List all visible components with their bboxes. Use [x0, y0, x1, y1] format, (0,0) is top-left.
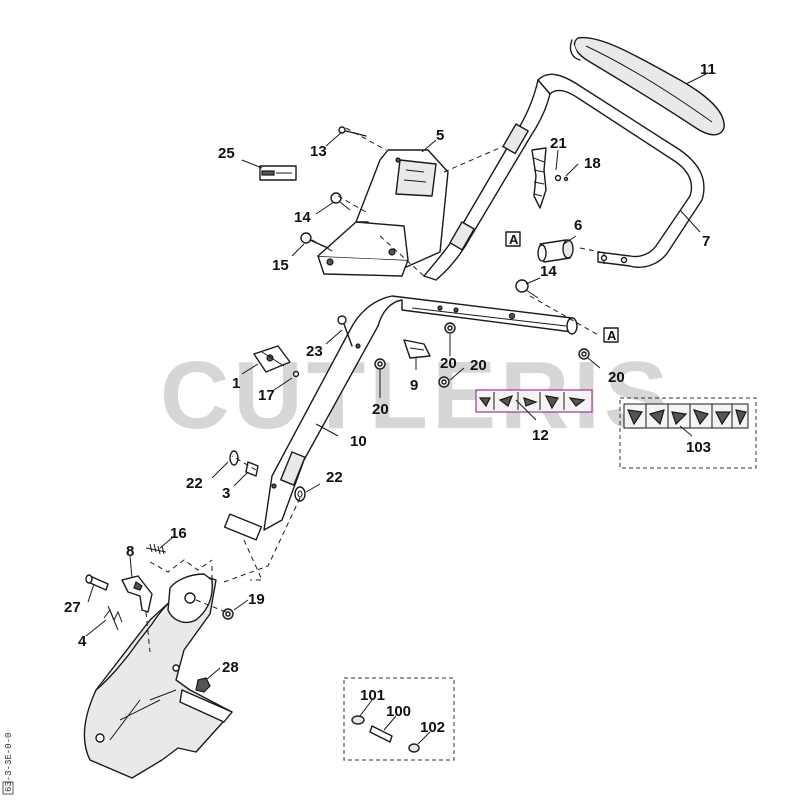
callout-16: 16	[170, 525, 187, 542]
callouts: 11 5 13 25 21 18 14 6 7 15 14 23 20 20 2…	[64, 61, 716, 736]
callout-28: 28	[222, 659, 239, 676]
part-7-upper-handle	[423, 73, 705, 281]
reference-mark-a-lower: A	[603, 327, 619, 343]
drawing-code: 63-3-3E-0-0	[4, 733, 14, 792]
svg-text:A: A	[607, 328, 617, 343]
callout-8: 8	[126, 543, 134, 560]
part-19-nut	[222, 608, 234, 620]
callout-27: 27	[64, 599, 81, 616]
callout-10: 10	[350, 433, 367, 450]
chassis-bracket	[83, 573, 233, 779]
part-9-clamp	[403, 339, 431, 359]
callout-11: 11	[700, 61, 716, 78]
callout-20-d: 20	[372, 401, 389, 418]
callout-22-right: 22	[326, 469, 343, 486]
callout-14-upper: 14	[294, 209, 311, 226]
svg-text:A: A	[509, 232, 519, 247]
callout-20-b: 20	[470, 357, 487, 374]
callout-14-lower: 14	[540, 263, 557, 280]
part-15-bolt	[300, 232, 329, 249]
callout-17: 17	[258, 387, 275, 404]
part-28-nut	[195, 677, 211, 693]
part-4-spring	[103, 605, 123, 631]
part-11-handle-grip	[569, 36, 725, 136]
callout-21: 21	[550, 135, 567, 152]
part-20-nut-a	[444, 322, 456, 334]
part-17-screw	[292, 370, 300, 378]
reference-mark-a-upper: A	[505, 231, 521, 247]
callout-18: 18	[584, 155, 601, 172]
callout-15: 15	[272, 257, 289, 274]
callout-4: 4	[78, 633, 87, 650]
assembly-lines	[145, 127, 601, 653]
part-21-cable-clip	[531, 147, 547, 209]
part-103-decal	[619, 397, 757, 469]
callout-20-a: 20	[440, 355, 457, 372]
part-20-nut-d	[578, 348, 590, 360]
part-16-spring	[145, 543, 167, 555]
callout-3: 3	[222, 485, 230, 502]
part-1-bracket	[253, 345, 291, 373]
callout-22-left: 22	[186, 475, 203, 492]
callout-25: 25	[218, 145, 235, 162]
part-8-latch	[121, 575, 153, 613]
part-12-decal	[475, 389, 593, 413]
part-6-bushing	[537, 239, 574, 263]
callout-5: 5	[436, 127, 444, 144]
callout-101: 101	[360, 687, 385, 704]
part-18-screw	[554, 174, 569, 182]
part-25-label	[259, 165, 297, 181]
callout-1: 1	[232, 375, 240, 392]
part-20-nut-b	[438, 376, 450, 388]
part-14-knob-upper	[330, 192, 351, 211]
callout-19: 19	[248, 591, 265, 608]
callout-23: 23	[306, 343, 323, 360]
callout-20-c: 20	[608, 369, 625, 386]
part-20-nut-c	[374, 358, 386, 370]
callout-13: 13	[310, 143, 327, 160]
part-3-spacer	[245, 461, 259, 477]
callout-7: 7	[702, 233, 710, 250]
part-5-console-housing	[317, 149, 449, 277]
part-23-bolt	[337, 315, 353, 347]
part-22-washer-left	[229, 450, 239, 466]
callout-100: 100	[386, 703, 411, 720]
part-14-knob-lower	[515, 279, 539, 299]
part-27-pin	[85, 574, 109, 591]
callout-12: 12	[532, 427, 549, 444]
leader-lines	[85, 73, 707, 745]
part-22-washer-right	[294, 486, 306, 502]
callout-9: 9	[410, 377, 418, 394]
part-100-kit	[343, 677, 455, 761]
callout-103: 103	[686, 439, 711, 456]
callout-102: 102	[420, 719, 445, 736]
part-13-screw	[338, 126, 367, 137]
part-10-lower-handle	[223, 295, 578, 541]
callout-6: 6	[574, 217, 582, 234]
